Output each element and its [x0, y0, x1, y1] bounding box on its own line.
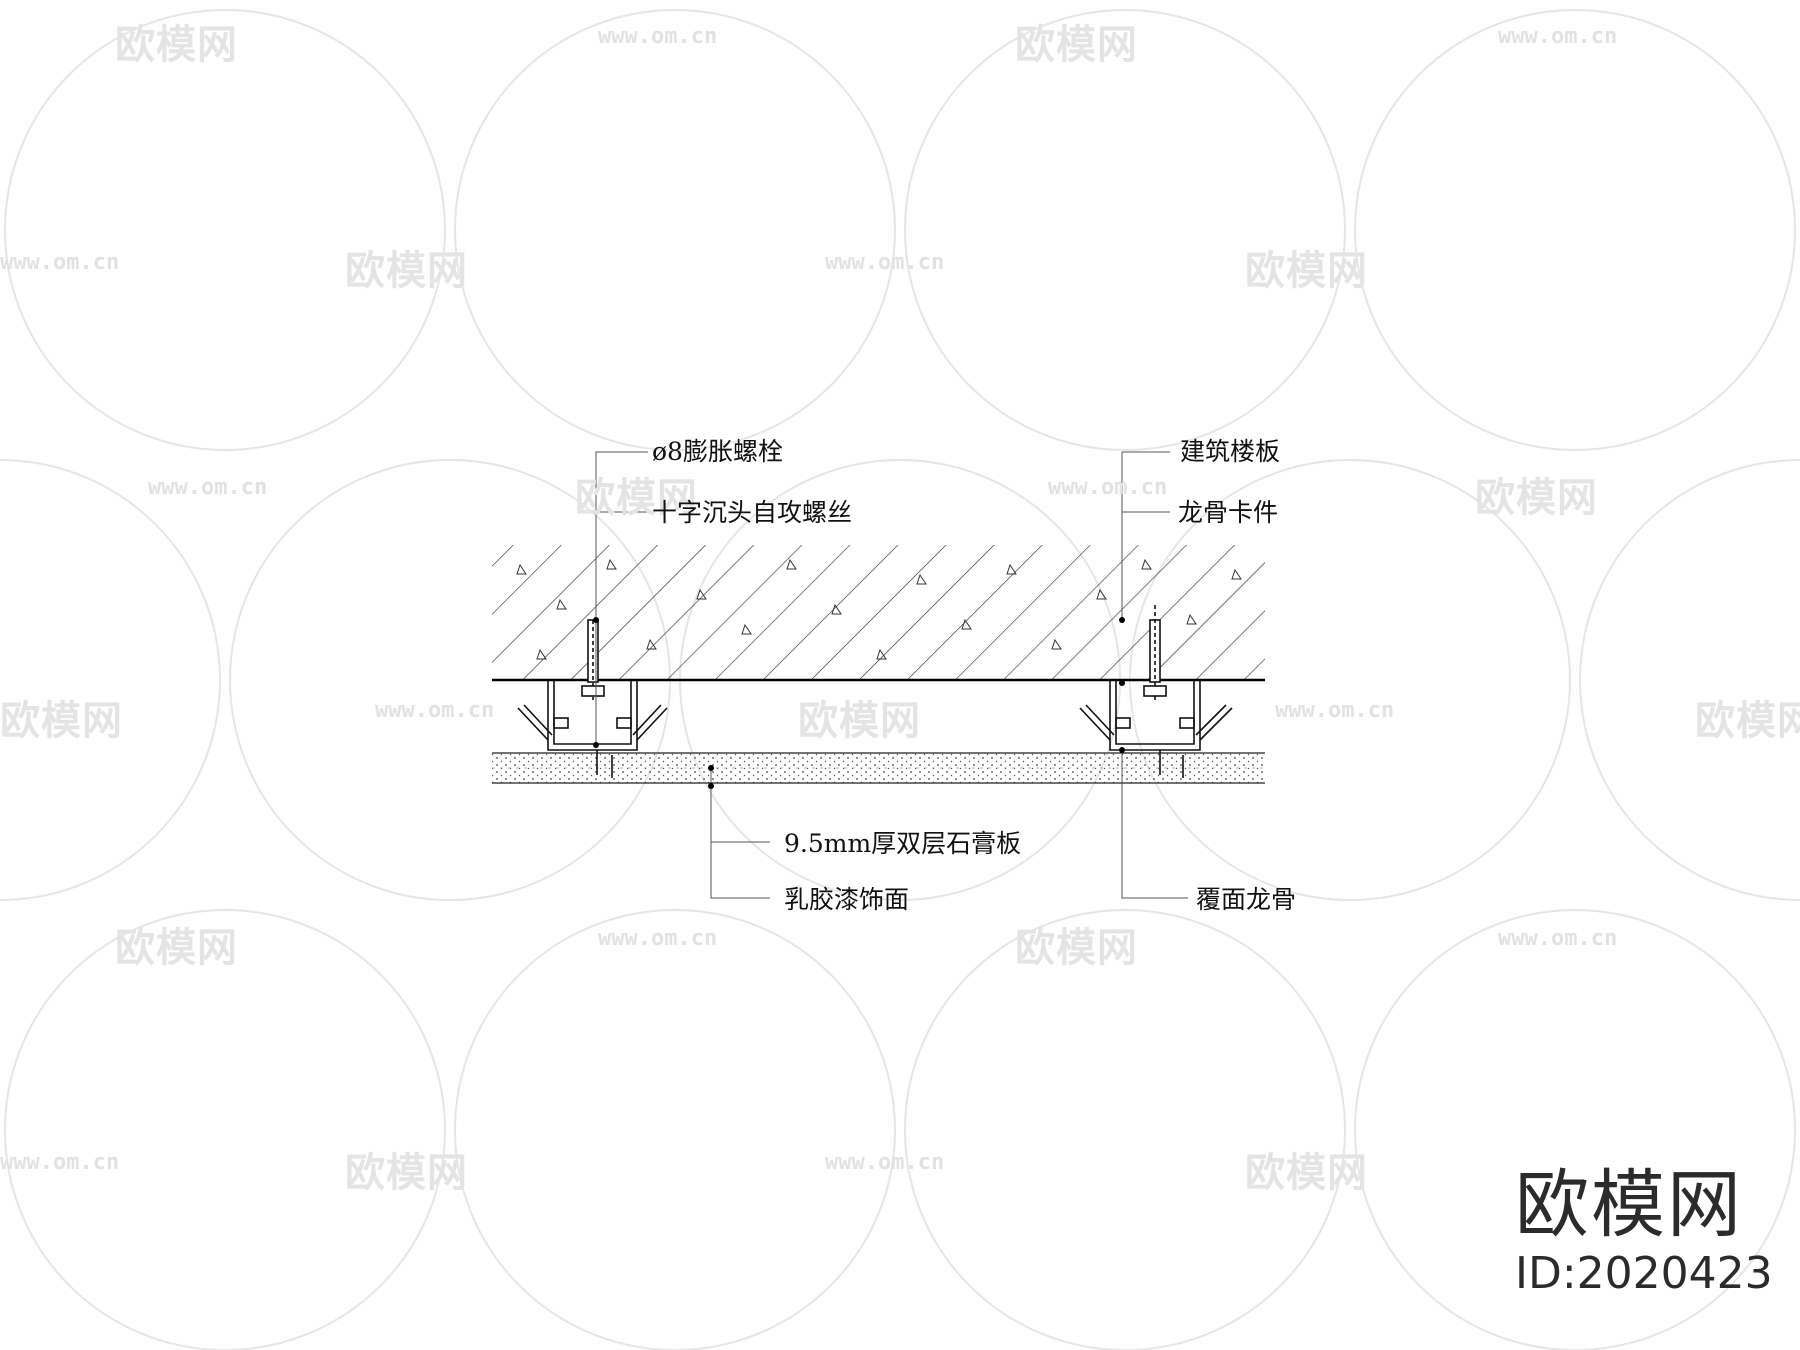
brand-id: ID:2020423 — [1515, 1248, 1773, 1299]
leader-lines — [595, 451, 1188, 899]
label-countersunk-screw: 十字沉头自攻螺丝 — [652, 498, 853, 527]
keel-assembly-left — [517, 619, 668, 778]
label-expansion-bolt: ø8膨胀螺栓 — [652, 437, 783, 466]
gypsum-board — [492, 752, 1265, 784]
leader-dots — [593, 617, 1125, 789]
watermark-circles — [0, 9, 1800, 1350]
label-building-slab: 建筑楼板 — [1180, 437, 1281, 466]
label-keel-clip: 龙骨卡件 — [1178, 498, 1279, 527]
keel-assembly-right — [1079, 605, 1233, 778]
brand-logo-text: 欧模网 — [1515, 1162, 1743, 1248]
concrete-slab — [492, 545, 1265, 682]
label-gypsum-board: 9.5mm厚双层石膏板 — [784, 829, 1022, 858]
label-latex-paint: 乳胶漆饰面 — [784, 885, 910, 914]
label-cover-keel: 覆面龙骨 — [1196, 885, 1297, 914]
